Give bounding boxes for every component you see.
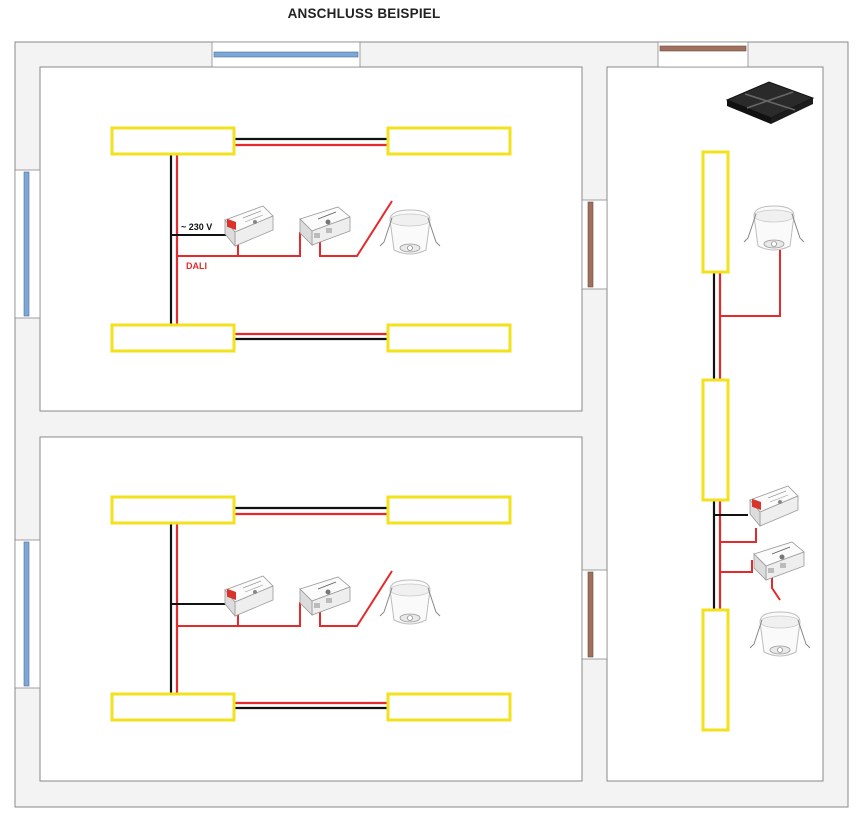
room-right-wiring: [712, 250, 781, 610]
window-top: [211, 41, 361, 68]
room-top-left-wiring: [169, 137, 393, 341]
window-left-upper: [14, 169, 41, 319]
window-left-lower: [14, 539, 41, 689]
light-panel-icon: [110, 495, 236, 525]
light-panel-icon: [386, 126, 512, 156]
door-lower-room: [581, 569, 608, 660]
dali-label: DALI: [186, 261, 207, 271]
diagram-title: ANSCHLUSS BEISPIEL: [287, 6, 441, 21]
light-panel-icon: [110, 323, 236, 353]
voltage-label: ~ 230 V: [181, 222, 212, 232]
light-panel-icon: [701, 608, 730, 732]
room-bottom-left-wiring: [169, 506, 393, 710]
light-panel-icon: [386, 495, 512, 525]
light-panel-icon: [386, 323, 512, 353]
light-panel-icon: [386, 692, 512, 722]
light-panel-icon: [701, 150, 730, 274]
light-panel-icon: [110, 692, 236, 722]
light-panel-icon: [110, 126, 236, 156]
dali-wall-switch-icon: [725, 81, 815, 124]
light-panel-icon: [701, 378, 730, 502]
door-top-right: [657, 41, 749, 68]
door-upper-room: [581, 199, 608, 290]
